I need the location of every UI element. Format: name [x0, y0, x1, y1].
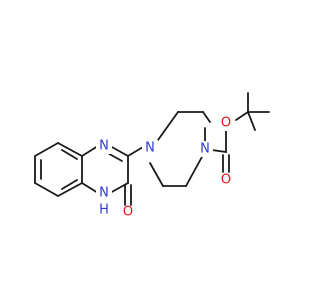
bond [34, 142, 59, 157]
molecule-structure: N N H O N N O O [34, 92, 270, 220]
atom-nitrogen: N [99, 186, 109, 201]
bond [202, 111, 211, 123]
bond [109, 145, 129, 157]
bond [149, 162, 164, 187]
atom-hydrogen: H [99, 203, 109, 218]
bond [81, 182, 99, 194]
bond [235, 111, 249, 121]
bond [57, 142, 83, 157]
atom-nitrogen: N [200, 142, 210, 157]
label-mask [96, 185, 112, 201]
bond [185, 154, 204, 187]
bond [34, 182, 59, 197]
label-mask [142, 140, 158, 156]
bond-double-inner [61, 149, 78, 160]
label-mask [218, 115, 234, 131]
bond [57, 182, 83, 197]
atom-nitrogen: N [99, 139, 109, 154]
label-mask [197, 141, 213, 157]
bond [211, 149, 227, 153]
bond [81, 145, 99, 157]
label-mask [96, 138, 112, 154]
bond-double-inner [61, 179, 78, 190]
bond [157, 111, 179, 141]
atom-labels: N N H O N N O O [96, 115, 234, 220]
atom-oxygen: O [221, 173, 231, 188]
atom-nitrogen: N [145, 141, 155, 156]
atom-oxygen: O [123, 205, 133, 220]
atom-oxygen: O [221, 116, 231, 131]
bond [247, 111, 256, 131]
bond [127, 146, 144, 157]
